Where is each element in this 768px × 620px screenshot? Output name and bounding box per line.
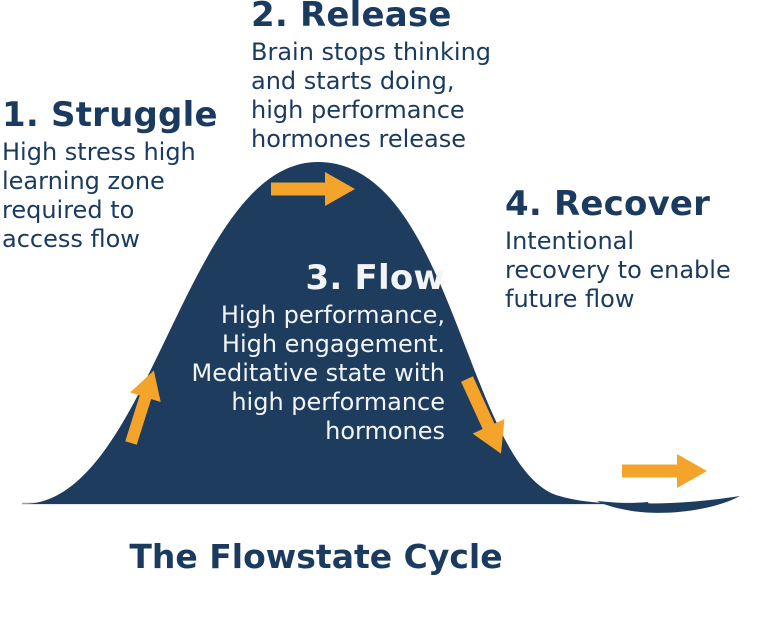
stage-release-title: 2. Release [251,0,452,35]
diagram-title: The Flowstate Cycle [129,537,503,576]
stage-flow-title: 3. Flow [305,258,445,298]
recover-arrow-icon [622,454,707,488]
stage-struggle-description: High stress high learning zone required … [2,138,196,253]
stage-recover-title: 4. Recover [505,184,711,224]
bell-curve-shape [26,162,648,504]
stage-release-label: 2. Release Brain stops thinking and star… [251,0,491,154]
stage-struggle-title: 1. Struggle [2,95,218,135]
peak-arrow-icon [271,172,355,206]
tail-swoosh-shape [597,496,740,513]
stage-release-description: Brain stops thinking and starts doing, h… [251,38,492,153]
ascent-arrow-icon [125,370,161,445]
stage-flow-label: 3. Flow High performance, High engagemen… [155,258,445,446]
stage-flow-description: High performance, High engagement. Medit… [191,301,445,445]
stage-recover-description: Intentional recovery to enable future fl… [505,227,731,313]
stage-recover-label: 4. Recover Intentional recovery to enabl… [505,184,731,314]
stage-struggle-label: 1. Struggle High stress high learning zo… [2,95,218,254]
descent-arrow-icon [461,376,505,454]
